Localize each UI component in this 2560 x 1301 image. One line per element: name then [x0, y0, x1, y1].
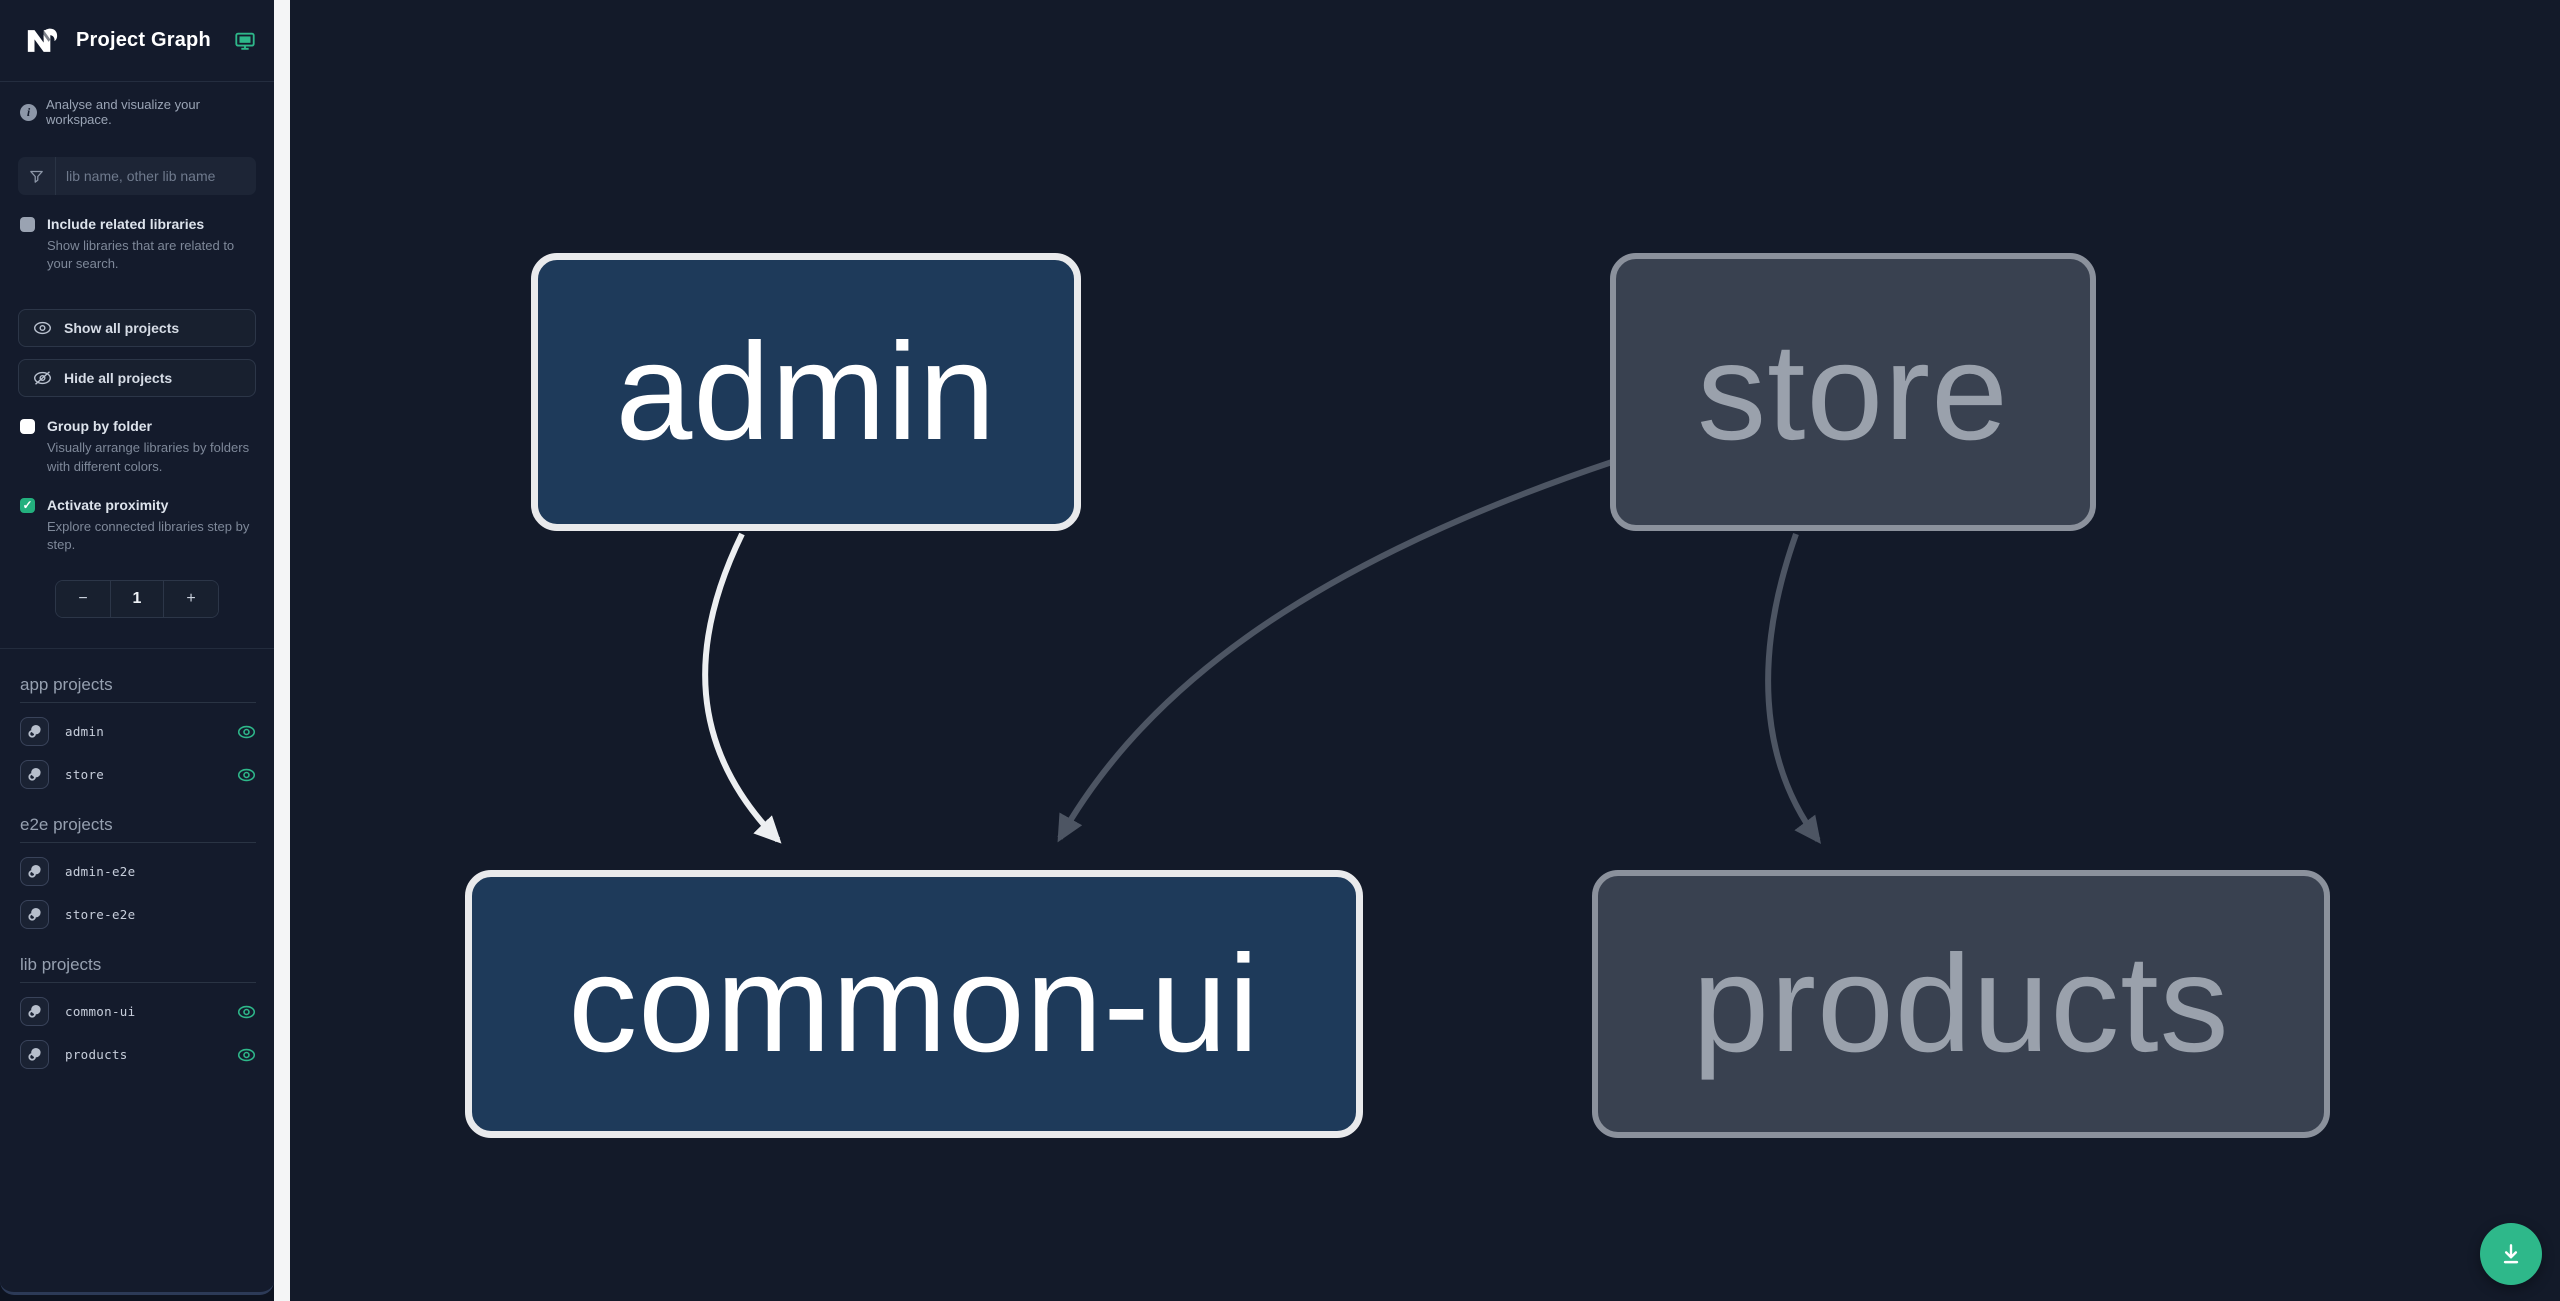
checkbox-label: Include related libraries: [47, 216, 205, 232]
proximity-stepper: − 1 +: [55, 580, 219, 619]
monitor-icon: [235, 32, 255, 50]
sidebar-scrollbar[interactable]: [274, 0, 290, 1301]
checkbox-box-checked[interactable]: ✓: [20, 497, 35, 513]
edge-store-common-ui[interactable]: [1057, 459, 1613, 843]
page-title: Project Graph: [76, 29, 211, 51]
project-row-store-e2e[interactable]: store-e2e: [20, 900, 256, 930]
checkbox-label: Group by folder: [47, 418, 152, 435]
checkbox-group-by-folder[interactable]: Group by folder Visually arrange librari…: [20, 417, 256, 475]
eye-icon[interactable]: [237, 1048, 256, 1062]
edge-store-products[interactable]: [1765, 532, 1821, 845]
sidebar: Project Graph i Analyse and visualize yo…: [0, 0, 274, 1295]
download-graph-button[interactable]: [2480, 1223, 2542, 1285]
project-row-admin-e2e[interactable]: admin-e2e: [20, 857, 256, 887]
project-icon: [28, 908, 41, 921]
project-focus-button[interactable]: [20, 1040, 49, 1070]
filter-input[interactable]: [56, 157, 256, 195]
project-focus-button[interactable]: [20, 997, 49, 1027]
section-app-projects: app projects admin: [20, 675, 256, 790]
section-title: lib projects: [20, 955, 256, 984]
filter-icon: [18, 157, 56, 195]
tagline-text: Analyse and visualize your workspace.: [46, 97, 200, 127]
project-name: common-ui: [65, 1004, 136, 1020]
graph-node-products[interactable]: products: [1592, 870, 2330, 1138]
info-icon: i: [20, 103, 37, 121]
checkbox-label: Activate proximity: [47, 496, 169, 513]
workspace-tagline: i Analyse and visualize your workspace.: [0, 82, 274, 131]
nx-logo: [27, 28, 58, 52]
project-focus-button[interactable]: [20, 857, 49, 887]
eye-icon[interactable]: [237, 1005, 256, 1019]
download-icon: [2503, 1244, 2519, 1264]
checkbox-description: Explore connected libraries step by step…: [47, 518, 250, 552]
checkbox-box[interactable]: [20, 217, 35, 232]
project-icon: [28, 725, 41, 738]
section-e2e-projects: e2e projects admin-e2e store-e2: [20, 815, 256, 930]
eye-icon[interactable]: [237, 725, 256, 739]
project-icon: [28, 1048, 41, 1061]
show-all-projects-button[interactable]: Show all projects: [18, 309, 256, 348]
project-icon: [28, 1005, 41, 1018]
checkbox-box[interactable]: [20, 419, 35, 435]
graph-node-common-ui[interactable]: common-ui: [465, 870, 1363, 1138]
project-name: products: [65, 1047, 128, 1063]
project-name: admin: [65, 724, 105, 740]
project-row-products[interactable]: products: [20, 1040, 256, 1070]
project-icon: [28, 865, 41, 878]
sidebar-divider: [0, 648, 274, 650]
hide-all-projects-button[interactable]: Hide all projects: [18, 359, 256, 398]
node-label: products: [1692, 926, 2230, 1081]
proximity-increment-button[interactable]: +: [164, 581, 218, 618]
graph-node-store[interactable]: store: [1610, 253, 2096, 531]
node-label: common-ui: [568, 926, 1260, 1081]
section-title: e2e projects: [20, 815, 256, 844]
button-label: Hide all projects: [64, 370, 173, 387]
checkbox-description: Show libraries that are related to your …: [47, 238, 235, 272]
dependency-edges: [702, 459, 1821, 845]
project-name: admin-e2e: [65, 864, 136, 880]
proximity-decrement-button[interactable]: −: [56, 581, 110, 618]
proximity-value: 1: [110, 581, 164, 618]
graph-node-admin[interactable]: admin: [531, 253, 1081, 531]
project-focus-button[interactable]: [20, 900, 49, 930]
project-focus-button[interactable]: [20, 760, 49, 790]
checkbox-description: Visually arrange libraries by folders wi…: [47, 440, 250, 474]
project-icon: [28, 768, 41, 781]
node-label: admin: [615, 314, 997, 469]
checkbox-activate-proximity[interactable]: ✓ Activate proximity Explore connected l…: [20, 496, 256, 554]
eye-icon[interactable]: [237, 768, 256, 782]
sidebar-header: Project Graph: [0, 0, 274, 82]
project-row-admin[interactable]: admin: [20, 717, 256, 747]
project-row-common-ui[interactable]: common-ui: [20, 997, 256, 1027]
checkbox-include-related[interactable]: Include related libraries Show libraries…: [20, 215, 256, 273]
project-name: store: [65, 767, 105, 783]
eye-icon: [34, 322, 51, 335]
project-row-store[interactable]: store: [20, 760, 256, 790]
eye-off-icon: [34, 371, 51, 386]
project-filter: [18, 157, 256, 195]
button-label: Show all projects: [64, 320, 180, 337]
project-focus-button[interactable]: [20, 717, 49, 747]
project-name: store-e2e: [65, 907, 136, 923]
edge-admin-common-ui[interactable]: [702, 532, 782, 844]
section-title: app projects: [20, 675, 256, 704]
node-label: store: [1697, 314, 2009, 469]
section-lib-projects: lib projects common-ui: [20, 955, 256, 1070]
graph-canvas[interactable]: admin store common-ui products: [290, 0, 2560, 1301]
